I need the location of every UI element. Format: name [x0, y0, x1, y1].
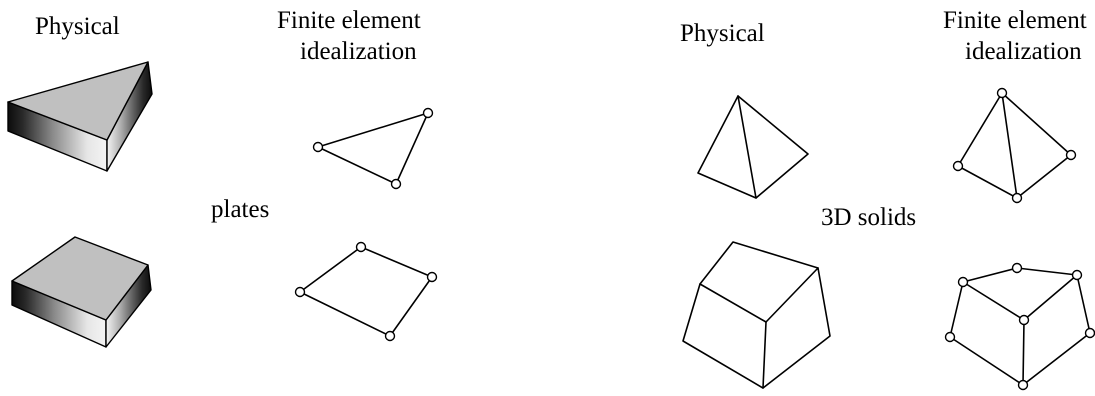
node: [1084, 327, 1095, 339]
hexa-element-edge: [1022, 319, 1025, 386]
hexahedron-outline: [682, 241, 831, 389]
node: [1011, 262, 1023, 274]
physical-hexahedron: [682, 241, 831, 389]
physical-tetrahedron: [697, 95, 809, 199]
quadrilateral-element-edges: [299, 246, 433, 337]
plates-fe-heading-line1: Finite element: [277, 7, 421, 34]
triangular-plate-solid: [7, 61, 153, 172]
triangular-plate-top-face: [7, 61, 149, 141]
node: [384, 330, 396, 342]
node: [996, 87, 1008, 99]
node: [1065, 149, 1077, 161]
node: [1017, 379, 1029, 391]
node: [426, 271, 438, 283]
square-plate-top-face: [11, 236, 149, 321]
hexahedron-edge: [699, 283, 767, 323]
solids-fe-heading-line2: idealization: [965, 38, 1082, 65]
node: [294, 286, 306, 298]
hexa-element-edge: [962, 281, 1025, 321]
node: [355, 241, 367, 253]
plates-panel: Physical Finite element idealization pla…: [7, 7, 438, 348]
plates-category-label: plates: [211, 196, 269, 223]
solids-fe-heading-line1: Finite element: [943, 7, 1087, 34]
tetrahedron-element: [952, 87, 1077, 204]
node: [952, 160, 964, 172]
node: [1071, 269, 1083, 281]
node: [1011, 192, 1023, 204]
quadrilateral-plate-element: [294, 241, 438, 342]
hexa-element-edge: [1023, 274, 1078, 321]
node: [312, 141, 324, 153]
tetrahedron-inner-edge: [737, 95, 757, 199]
solids-panel: Physical Finite element idealization 3D …: [680, 7, 1095, 391]
triangle-element-edges: [317, 112, 429, 185]
square-plate-solid: [11, 236, 152, 348]
node: [1018, 314, 1030, 326]
hexahedron-element: [944, 262, 1095, 391]
triangle-plate-element: [312, 107, 434, 190]
hexahedron-edge: [762, 321, 767, 389]
plates-fe-heading-line2: idealization: [300, 38, 417, 65]
node: [390, 178, 402, 190]
tetra-element-inner-edge: [1001, 92, 1018, 199]
node: [944, 331, 956, 343]
solids-category-label: 3D solids: [821, 204, 916, 231]
solids-physical-heading: Physical: [680, 20, 765, 47]
node: [422, 107, 434, 119]
plates-physical-heading: Physical: [35, 13, 120, 40]
node: [957, 276, 969, 288]
hexa-element-outline: [949, 267, 1091, 386]
hexahedron-edge: [765, 267, 819, 323]
